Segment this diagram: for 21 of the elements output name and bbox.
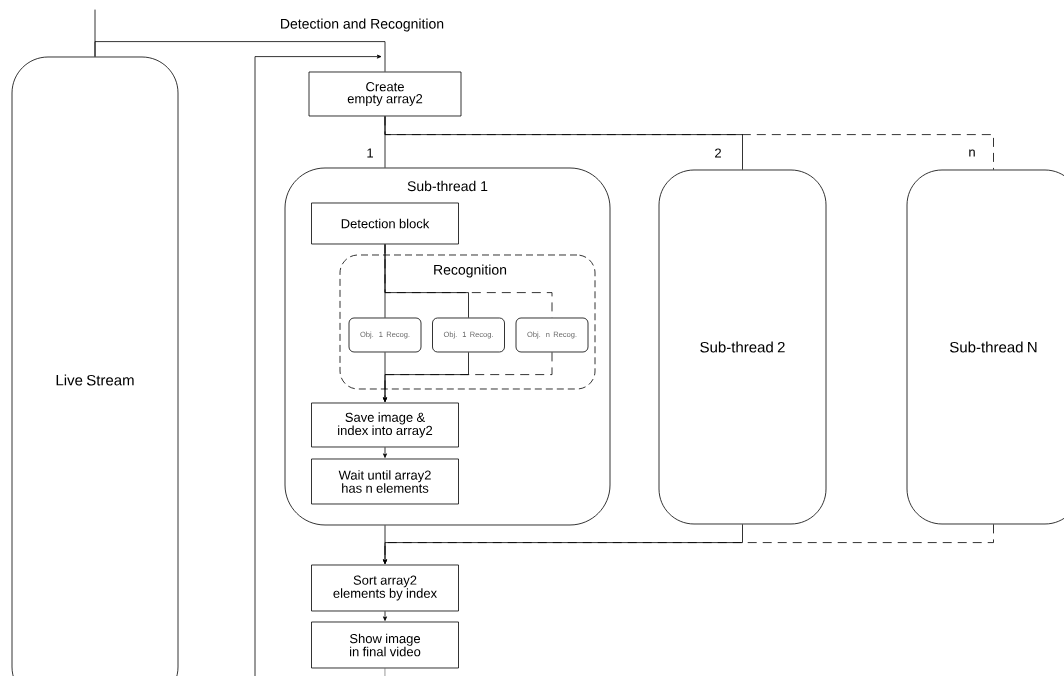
edge-label: 2 — [715, 148, 721, 158]
thread-box: Sub-thread N — [906, 169, 1064, 525]
process-box: Wait until array2 has n elements — [311, 458, 459, 505]
connector-line — [384, 116, 743, 170]
process-box: Detection block — [311, 202, 459, 245]
edge-label: n — [969, 149, 975, 157]
process-box: Save image & index into array2 — [311, 402, 459, 448]
diagram-title: Detection and Recognition — [281, 18, 444, 32]
process-box: Show image in final video — [311, 621, 459, 669]
connector-arrow — [254, 54, 382, 676]
process-box: Sort array2 elements by index — [311, 564, 459, 612]
process-box: Create empty array2 — [308, 71, 462, 117]
connector-line — [94, 41, 386, 72]
connector-line — [384, 244, 469, 318]
edge-label: 1 — [367, 148, 373, 158]
connector-arrow — [383, 524, 743, 564]
thread-box: Sub-thread 2 — [658, 169, 827, 525]
connector-arrow — [383, 611, 387, 621]
connector-arrow — [383, 352, 469, 402]
connector-arrow — [383, 447, 387, 458]
stream-box: Live Stream — [11, 56, 179, 676]
